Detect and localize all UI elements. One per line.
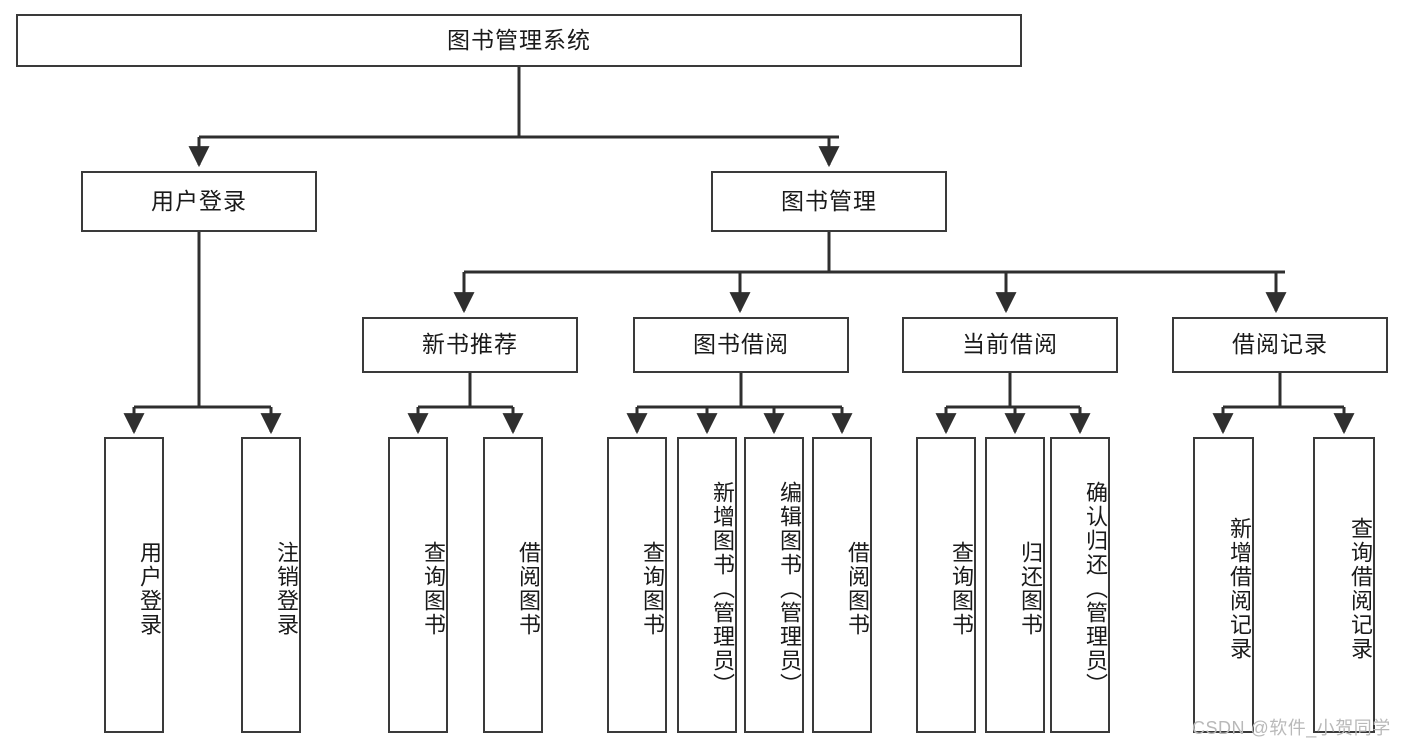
node-user-login-label: 用户登录 <box>151 187 247 214</box>
leaf-rec-add-record-label: 新增借阅记录 <box>1227 517 1252 661</box>
leaf-rec-query-record[interactable]: 查询借阅记录 <box>1313 437 1375 733</box>
leaf-rec-query-book-label: 查询图书 <box>421 541 446 637</box>
node-new-book-rec[interactable]: 新书推荐 <box>362 317 578 373</box>
node-book-borrow[interactable]: 图书借阅 <box>633 317 849 373</box>
leaf-user-logout-label: 注销登录 <box>274 541 299 637</box>
leaf-brw-query-book[interactable]: 查询图书 <box>607 437 667 733</box>
leaf-rec-query-book[interactable]: 查询图书 <box>388 437 448 733</box>
node-user-login[interactable]: 用户登录 <box>81 171 317 232</box>
leaf-brw-borrow-book-label: 借阅图书 <box>845 541 870 637</box>
leaf-brw-edit-book-label: 编辑图书（管理员） <box>777 481 802 697</box>
leaf-brw-borrow-book[interactable]: 借阅图书 <box>812 437 872 733</box>
leaf-cur-return-book-label: 归还图书 <box>1018 541 1043 637</box>
leaf-cur-query-book-label: 查询图书 <box>949 541 974 637</box>
leaf-rec-borrow-book-label: 借阅图书 <box>516 541 541 637</box>
leaf-user-login[interactable]: 用户登录 <box>104 437 164 733</box>
leaf-brw-add-book-label: 新增图书（管理员） <box>710 481 735 697</box>
node-book-borrow-label: 图书借阅 <box>693 331 789 358</box>
node-borrow-record-label: 借阅记录 <box>1232 331 1328 358</box>
leaf-cur-confirm-label: 确认归还（管理员） <box>1083 481 1108 697</box>
leaf-cur-query-book[interactable]: 查询图书 <box>916 437 976 733</box>
node-current-borrow[interactable]: 当前借阅 <box>902 317 1118 373</box>
node-root[interactable]: 图书管理系统 <box>16 14 1022 67</box>
leaf-brw-query-book-label: 查询图书 <box>640 541 665 637</box>
node-book-manage[interactable]: 图书管理 <box>711 171 947 232</box>
node-book-manage-label: 图书管理 <box>781 187 877 214</box>
leaf-brw-edit-book[interactable]: 编辑图书（管理员） <box>744 437 804 733</box>
leaf-brw-add-book[interactable]: 新增图书（管理员） <box>677 437 737 733</box>
leaf-rec-query-record-label: 查询借阅记录 <box>1348 517 1373 661</box>
leaf-cur-return-book[interactable]: 归还图书 <box>985 437 1045 733</box>
leaf-user-logout[interactable]: 注销登录 <box>241 437 301 733</box>
node-new-book-rec-label: 新书推荐 <box>422 331 518 358</box>
leaf-user-login-label: 用户登录 <box>137 541 162 637</box>
node-borrow-record[interactable]: 借阅记录 <box>1172 317 1388 373</box>
node-current-borrow-label: 当前借阅 <box>962 331 1058 358</box>
leaf-rec-add-record[interactable]: 新增借阅记录 <box>1193 437 1254 733</box>
leaf-rec-borrow-book[interactable]: 借阅图书 <box>483 437 543 733</box>
node-root-label: 图书管理系统 <box>447 26 591 53</box>
leaf-cur-confirm[interactable]: 确认归还（管理员） <box>1050 437 1110 733</box>
